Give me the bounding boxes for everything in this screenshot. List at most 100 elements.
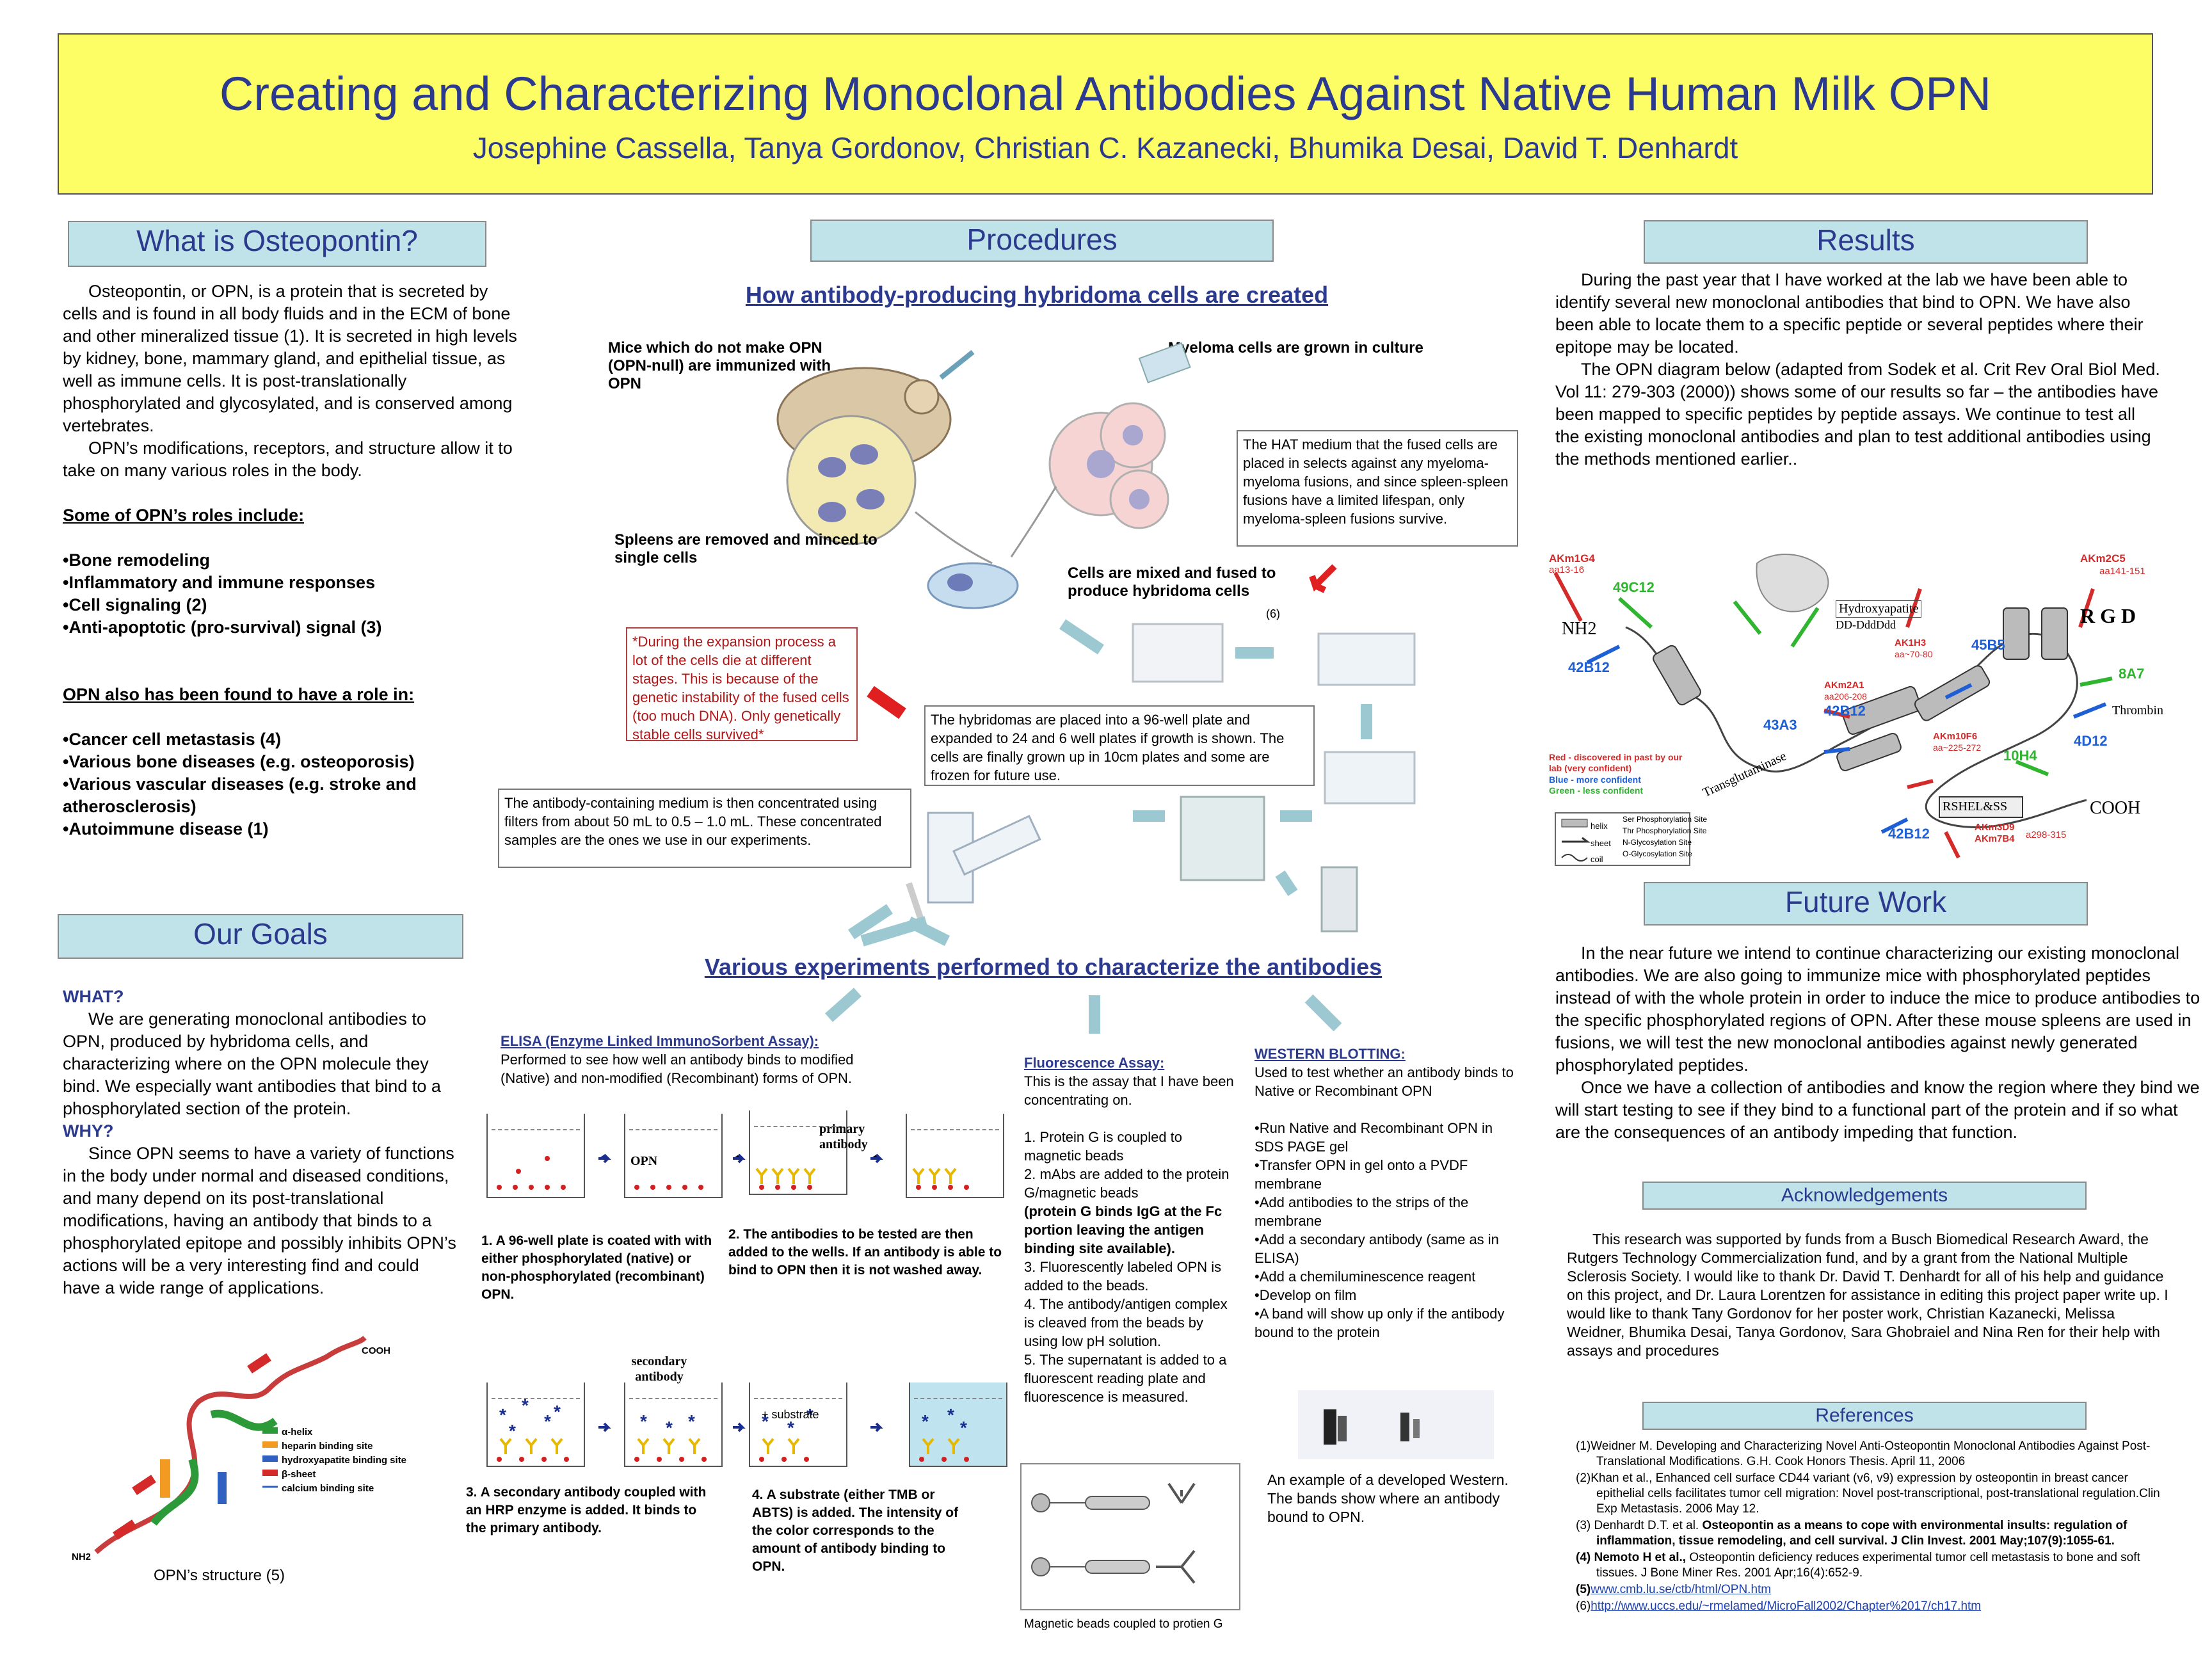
legend-coil-label: coil <box>1591 854 1603 864</box>
label-akm7b4: AKm7B4 <box>1975 833 2015 844</box>
label-thrombin: Thrombin <box>2112 703 2163 717</box>
elisa-dots <box>497 1153 969 1190</box>
references-list: (1)Weidner M. Developing and Characteriz… <box>1576 1439 2165 1615</box>
myeloma-label: Myeloma cells are grown in culture <box>1168 339 1423 357</box>
svg-text:*: * <box>762 1411 769 1431</box>
future-p2: Once we have a collection of antibodies … <box>1555 1078 2200 1142</box>
western-bands <box>1324 1409 1420 1445</box>
results-p1: During the past year that I have worked … <box>1555 270 2144 357</box>
section-heading-future: Future Work <box>1644 882 2088 926</box>
label-aa298: a298-315 <box>2026 830 2067 840</box>
label-rshel: RSHEL&SS <box>1943 799 2008 813</box>
svg-text:*: * <box>922 1411 929 1431</box>
label-ak1h3-sub: aa~70-80 <box>1895 649 1933 659</box>
goals-text: WHAT? We are generating monoclonal antib… <box>63 986 460 1299</box>
beads-caption: Magnetic beads coupled to protien G <box>1024 1617 1223 1631</box>
label-akm1g4: AKm1G4 <box>1549 552 1595 565</box>
label-cooh: COOH <box>2090 798 2141 818</box>
down-arrow-icon <box>825 988 862 1022</box>
label-akm3d9: AKm3D9 <box>1975 822 2015 833</box>
reference-3-title: Osteopontin as a means to cope with envi… <box>1596 1519 2128 1548</box>
key-red: Red - discovered in past by our lab (ver… <box>1549 752 1683 773</box>
western-blot-image <box>1298 1390 1494 1459</box>
wb-step: •Add a secondary antibody (same as in EL… <box>1254 1231 1499 1266</box>
elisa-step3: 3. A secondary antibody coupled with an … <box>466 1485 707 1535</box>
wb-step: •Develop on film <box>1254 1287 1357 1303</box>
what-label: WHAT? <box>63 987 124 1006</box>
reference-3: (3) Denhardt D.T. et al. Osteopontin as … <box>1576 1518 2165 1549</box>
svg-text:*: * <box>688 1411 695 1431</box>
legend-o-label: O-Glycosylation Site <box>1623 849 1692 858</box>
results-p2: The OPN diagram below (adapted from Sode… <box>1555 360 2160 469</box>
wb-step: •A band will show up only if the antibod… <box>1254 1306 1505 1340</box>
svg-text:*: * <box>640 1411 647 1431</box>
elisa-opn-label: OPN <box>630 1154 658 1168</box>
also-item: •Cancer cell metastasis (4) <box>63 730 282 749</box>
wb-intro: Used to test whether an antibody binds t… <box>1254 1064 1514 1099</box>
mice-label: Mice which do not make OPN (OPN-null) ar… <box>608 339 831 392</box>
structure-legend: α-helix heparin binding site hydroxyapat… <box>282 1425 406 1496</box>
plates-illustration <box>1059 619 1416 933</box>
spleens-label: Spleens are removed and minced to single… <box>614 531 878 566</box>
structure-nh2-label: NH2 <box>72 1551 92 1562</box>
mixed-label: Cells are mixed and fused to produce hyb… <box>1068 565 1276 600</box>
elisa-step2: 2. The antibodies to be tested are then … <box>728 1227 1002 1278</box>
osteopontin-p1: Osteopontin, or OPN, is a protein that i… <box>63 282 517 435</box>
opn-backbone <box>1553 554 2113 866</box>
mouse-illustration <box>776 342 1191 609</box>
reference-4-num: (4) <box>1576 1551 1594 1564</box>
elisa-well <box>749 1110 847 1195</box>
red-arrow-icon <box>1309 564 1337 593</box>
key-blue: Blue - more confident <box>1549 774 1641 785</box>
reference-3-authors: (3) Denhardt D.T. et al. <box>1576 1519 1703 1532</box>
down-arrow-icon <box>1304 994 1342 1032</box>
label-akm2c5-sub: aa141-151 <box>2099 566 2145 577</box>
label-akm1g4-sub: aa13-16 <box>1549 565 1585 575</box>
beads-diagram <box>1031 1482 1196 1584</box>
elisa-step4: 4. A substrate (either TMB or ABTS) is a… <box>752 1487 959 1574</box>
structure-cooh-label: COOH <box>362 1345 390 1356</box>
label-8a7: 8A7 <box>2119 666 2145 682</box>
reference-5-num: (5) <box>1576 1583 1591 1596</box>
label-49c12: 49C12 <box>1613 579 1655 595</box>
elisa-well <box>624 1114 723 1198</box>
label-akm10f6-sub: aa~225-272 <box>1933 742 1982 753</box>
hat-medium-box: The HAT medium that the fused cells are … <box>1237 430 1518 547</box>
legend-heparin: heparin binding site <box>282 1441 373 1452</box>
elisa-secondary-label: secondary antibody <box>631 1354 687 1384</box>
reference-2: (2)Khan et al., Enhanced cell surface CD… <box>1576 1471 2160 1516</box>
svg-text:*: * <box>544 1411 551 1431</box>
reference-6-link[interactable]: http://www.uccs.edu/~rmelamed/MicroFall2… <box>1591 1599 1982 1613</box>
section-heading-ack: Acknowledgements <box>1642 1182 2087 1210</box>
legend-thr-label: Thr Phosphorylation Site <box>1623 826 1707 835</box>
label-akm2c5: AKm2C5 <box>2080 552 2126 565</box>
label-nh2: NH2 <box>1562 619 1597 639</box>
svg-text:*: * <box>509 1421 516 1441</box>
hybridoma-box: The hybridomas are placed into a 96-well… <box>924 705 1315 786</box>
svg-text:*: * <box>666 1418 673 1438</box>
also-title: OPN also has been found to have a role i… <box>63 685 415 704</box>
label-rgd: R G D <box>2080 604 2136 627</box>
reference-5: (5)www.cmb.lu.se/ctb/html/OPN.htm <box>1576 1582 2165 1598</box>
elisa-section: ELISA (Enzyme Linked ImmunoSorbent Assay… <box>501 1032 859 1087</box>
label-dd: DD-DddDdd <box>1836 618 1896 631</box>
wb-step: •Run Native and Recombinant OPN in SDS P… <box>1254 1120 1493 1155</box>
reference-6-num: (6) <box>1576 1599 1591 1613</box>
opn-epitope-diagram: AKm1G4 aa13-16 49C12 42B12 NH2 Hydroxyap… <box>1549 550 2189 877</box>
fluor-step1: 1. Protein G is coupled to magnetic bead… <box>1024 1129 1183 1164</box>
ack-text: This research was supported by funds fro… <box>1567 1231 2168 1359</box>
label-45b5: 45B5 <box>1971 637 2005 653</box>
reference-4-title: Osteopontin deficiency reduces experimen… <box>1596 1551 2140 1580</box>
svg-text:*: * <box>522 1395 529 1415</box>
reference-5-link[interactable]: www.cmb.lu.se/ctb/html/OPN.htm <box>1591 1583 1772 1596</box>
section-heading-references: References <box>1642 1402 2087 1430</box>
down-arrow-icon <box>906 916 950 947</box>
section-heading-results: Results <box>1644 220 2088 264</box>
procedures-subheading-hybridoma: How antibody-producing hybridoma cells a… <box>745 282 1329 308</box>
section-heading-osteopontin: What is Osteopontin? <box>68 221 486 267</box>
legend-hydroxyapatite: hydroxyapatite binding site <box>282 1455 407 1466</box>
label-10h4: 10H4 <box>2003 748 2037 764</box>
wb-step: •Transfer OPN in gel onto a PVDF membran… <box>1254 1157 1468 1192</box>
also-item: •Various bone diseases (e.g. osteoporosi… <box>63 752 415 771</box>
role-item: •Anti-apoptotic (pro-survival) signal (3… <box>63 618 382 637</box>
